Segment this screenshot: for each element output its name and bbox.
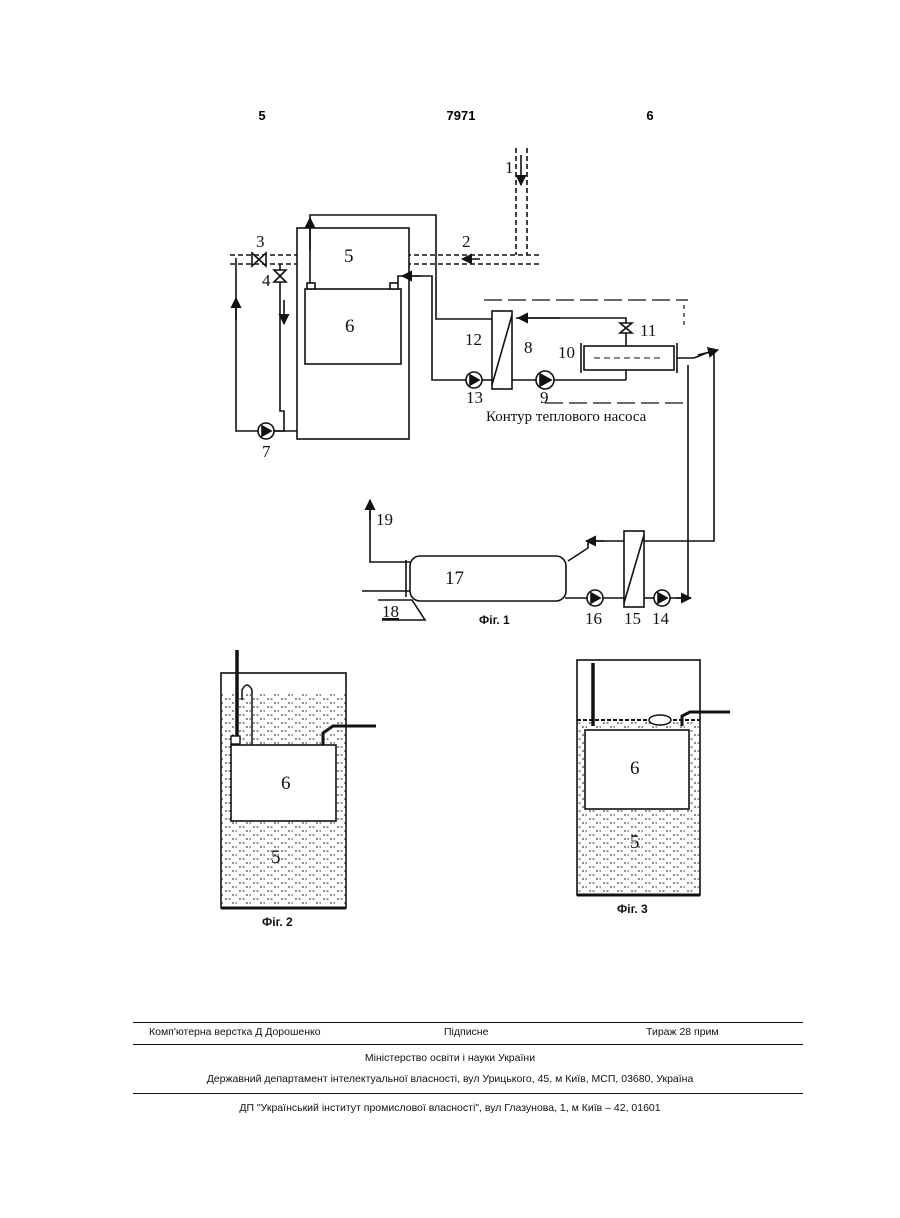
label-14: 14: [652, 609, 670, 628]
figure-3: 6 5 Фіг. 3: [577, 660, 730, 916]
label-7: 7: [262, 442, 271, 461]
fig3-tank-label: 5: [630, 832, 640, 853]
footer-rule-top: [133, 1022, 803, 1023]
fig2-tank-label: 5: [271, 847, 281, 868]
label-11: 11: [640, 321, 656, 340]
label-5: 5: [344, 246, 354, 267]
footer-department: Державний департамент інтелектуальної вл…: [0, 1073, 900, 1085]
label-17: 17: [445, 568, 464, 589]
pipe-pump7-up: [236, 258, 258, 431]
label-12: 12: [465, 330, 482, 349]
footer-rule-bottom: [133, 1093, 803, 1094]
label-19: 19: [376, 510, 393, 529]
valve-11: [620, 323, 632, 333]
pipe-loop-return: [670, 365, 688, 598]
page-number-left: 5: [258, 108, 265, 123]
label-2: 2: [462, 232, 471, 251]
footer-rule-middle: [133, 1044, 803, 1045]
figure-2: 6 5 Фіг. 2: [221, 650, 376, 929]
pipe-valve4-down: [274, 282, 284, 431]
label-10: 10: [558, 343, 575, 362]
label-16: 16: [585, 609, 602, 628]
pipe-exchanger-to-dryer: [568, 541, 624, 561]
flow-arrow-out: [698, 350, 718, 355]
page-number-right: 6: [646, 108, 653, 123]
inlet-pipe: [516, 148, 527, 255]
heat-pump-contour-label: Контур теплового насоса: [486, 409, 647, 425]
box-fitting-left: [307, 283, 315, 289]
figure-1-caption: Фіг. 1: [479, 613, 510, 627]
label-1: 1: [505, 158, 514, 177]
valve-4: [274, 270, 286, 282]
figure-2-caption: Фіг. 2: [262, 915, 293, 929]
box-fitting-right: [390, 283, 398, 289]
figure-1: [230, 148, 718, 620]
dryer-17: [410, 556, 566, 601]
footer-print-run: Тираж 28 прим: [646, 1026, 719, 1038]
footer-layout-credit: Комп'ютерна верстка Д Дорошенко: [149, 1026, 321, 1038]
label-18: 18: [382, 602, 399, 621]
label-6: 6: [345, 316, 355, 337]
fig2-box-label: 6: [281, 773, 291, 794]
label-13: 13: [466, 388, 483, 407]
patent-number: 7971: [447, 108, 476, 123]
fig2-fitting-left: [231, 736, 240, 744]
label-8: 8: [524, 338, 533, 357]
figure-3-caption: Фіг. 3: [617, 902, 648, 916]
label-15: 15: [624, 609, 641, 628]
pipe-valve-to-exchanger: [516, 318, 626, 346]
label-4: 4: [262, 271, 271, 290]
label-3: 3: [256, 232, 265, 251]
fig3-box-label: 6: [630, 758, 640, 779]
footer-ministry: Міністерство освіти і науки України: [0, 1052, 900, 1064]
pipe-loop-right: [644, 350, 714, 541]
footer-signed: Підписне: [444, 1026, 488, 1038]
footer-institute: ДП "Український інститут промислової вла…: [0, 1102, 900, 1114]
fig3-float: [649, 715, 671, 725]
label-9: 9: [540, 388, 549, 407]
